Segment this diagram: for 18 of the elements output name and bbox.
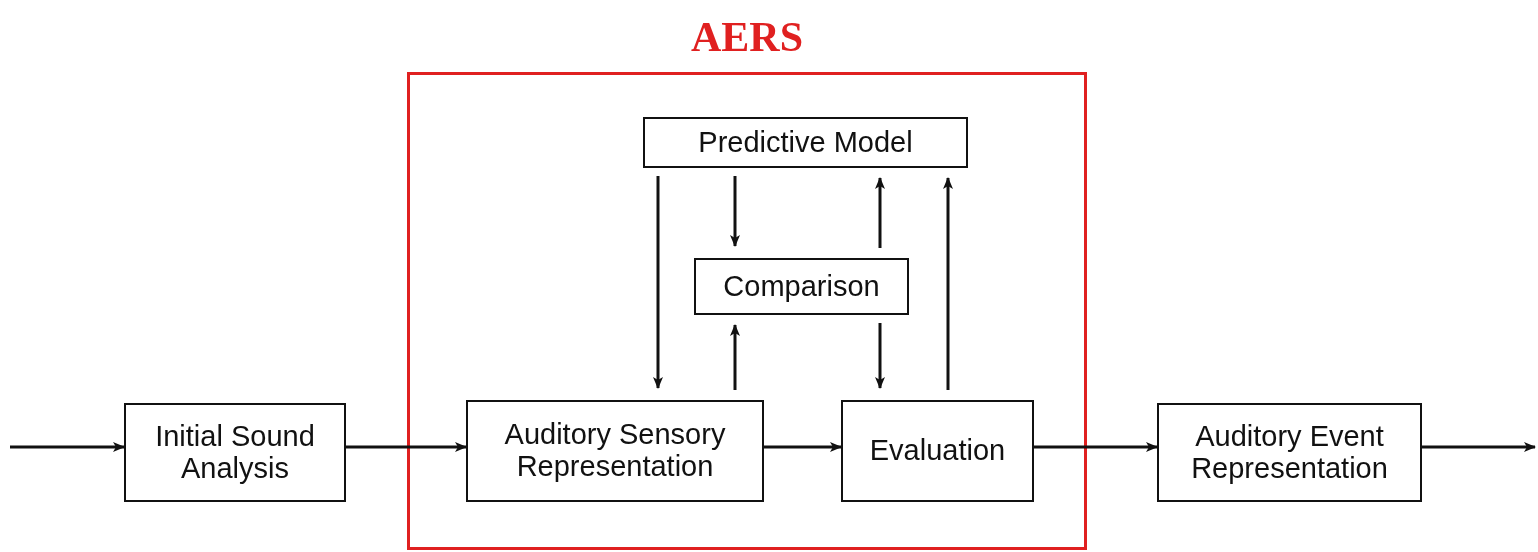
- process-box: Auditory Event Representation: [1157, 403, 1422, 502]
- process-box: Auditory Sensory Representation: [466, 400, 764, 502]
- arrow: [1034, 442, 1158, 452]
- arrow: [943, 177, 953, 390]
- process-box: Evaluation: [841, 400, 1034, 502]
- arrow: [764, 442, 842, 452]
- process-box: Predictive Model: [643, 117, 968, 168]
- arrow: [10, 442, 125, 452]
- arrow: [346, 442, 467, 452]
- arrow: [730, 176, 740, 247]
- group-title: AERS: [690, 13, 803, 61]
- arrow: [730, 324, 740, 390]
- arrow: [1422, 442, 1536, 452]
- arrow: [875, 323, 885, 389]
- arrow: [653, 176, 663, 389]
- process-box: Initial Sound Analysis: [124, 403, 346, 502]
- arrow: [875, 177, 885, 248]
- process-box: Comparison: [694, 258, 909, 315]
